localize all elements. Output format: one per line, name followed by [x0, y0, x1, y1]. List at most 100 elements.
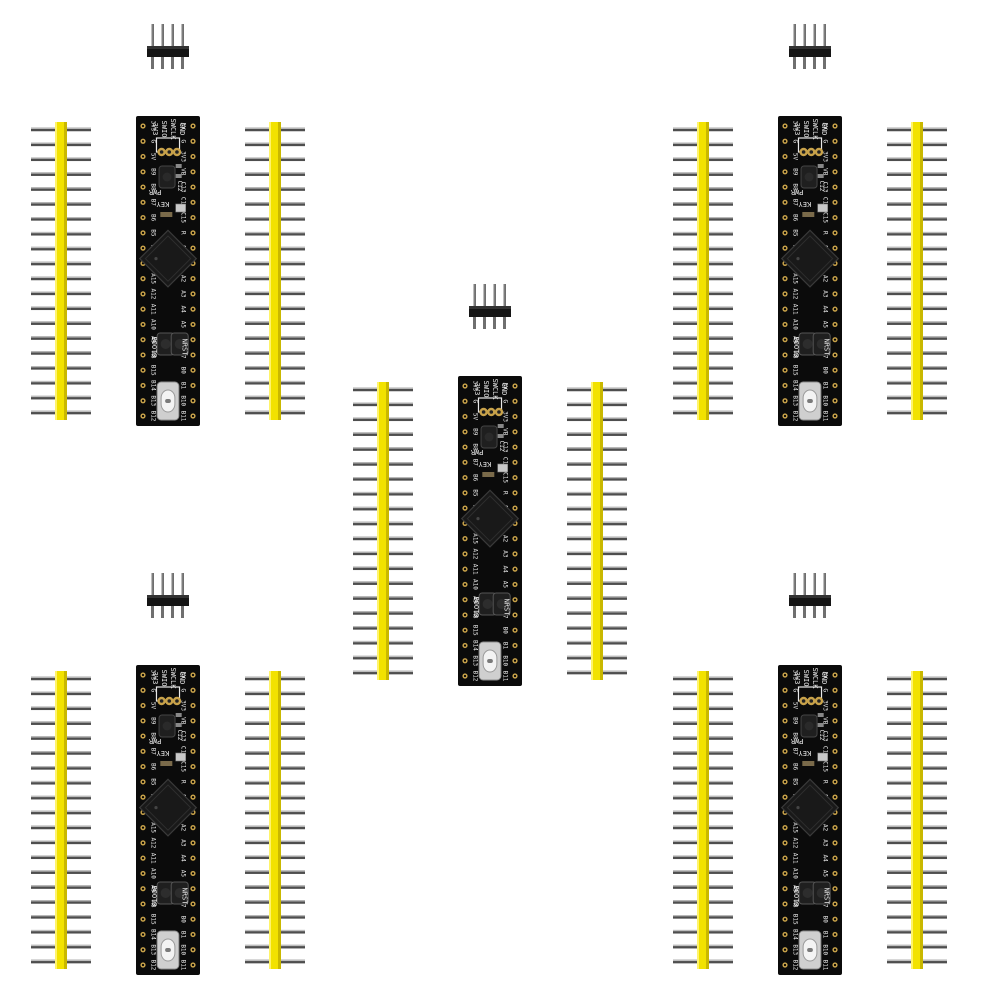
pin-label: A15: [150, 822, 157, 833]
pin-label: B12: [792, 960, 799, 971]
pin-label: B5: [150, 778, 157, 786]
pin-label: C15: [180, 212, 187, 223]
swd-label: SWIO: [482, 381, 490, 398]
pin-label: A5: [180, 321, 187, 329]
pin-label: B1: [822, 382, 829, 390]
pcb-board: 3V3SWIOSWCLKGND3V3G5VB9B8B7B6B5B4B3A15A1…: [136, 665, 200, 975]
pin-label: A11: [150, 304, 157, 315]
pin-label: A8: [472, 611, 479, 619]
pin-label: G: [822, 139, 829, 143]
pin-label: A12: [150, 288, 157, 299]
nrst-label: NRST: [823, 888, 831, 906]
crystal-label: C12: [176, 730, 183, 741]
crystal: [175, 203, 186, 213]
long-header-left: [673, 671, 733, 969]
pin-label: B0: [180, 916, 187, 924]
pin-label: B0: [180, 367, 187, 375]
swd-angle-header: [469, 284, 511, 329]
swd-label: GND: [178, 672, 186, 685]
boot0-label: BOOT0: [792, 336, 800, 357]
pin-label: 5V: [180, 122, 187, 130]
pin-label: A3: [822, 290, 829, 298]
pin-label: A10: [150, 868, 157, 879]
pin-label: B11: [180, 960, 187, 971]
pin-label: B14: [150, 929, 157, 940]
pin-label: A3: [502, 550, 509, 558]
pin-label: VB: [180, 168, 187, 176]
pin-label: C15: [822, 212, 829, 223]
swd-label: SWIO: [160, 121, 168, 138]
mcu-chip: [138, 778, 198, 837]
pin-label: 5V: [150, 702, 157, 710]
pin-label: B15: [792, 365, 799, 376]
pin-label: B5: [472, 489, 479, 497]
pin-label: B12: [792, 411, 799, 422]
pcb-board: 3V3SWIOSWCLKGND3V3G5VB9B8B7B6B5B4B3A15A1…: [458, 376, 522, 686]
pin-label: B0: [822, 916, 829, 924]
long-header-right: [567, 382, 627, 680]
kit: 3V3SWIOSWCLKGND3V3G5VB9B8B7B6B5B4B3A15A1…: [31, 573, 305, 975]
pin-label: B5: [792, 229, 799, 237]
pin-label: A4: [822, 306, 829, 314]
key-label: KEY: [798, 200, 811, 208]
pin-label: B14: [472, 640, 479, 651]
pin-label: A3: [180, 839, 187, 847]
pin-label: R: [822, 231, 829, 235]
pin-label: 5V: [180, 671, 187, 679]
pin-label: B8: [792, 183, 799, 191]
pin-label: A4: [822, 855, 829, 863]
pin-label: B7: [792, 199, 799, 207]
pin-label: 3V3: [180, 151, 187, 162]
pin-label: B11: [502, 671, 509, 682]
pin-label: A11: [792, 853, 799, 864]
pcb-board: 3V3SWIOSWCLKGND3V3G5VB9B8B7B6B5B4B3A15A1…: [778, 665, 842, 975]
boot0-label: BOOT0: [150, 885, 158, 906]
pin-label: A12: [792, 288, 799, 299]
pin-label: B6: [472, 474, 479, 482]
pin-label: B12: [472, 671, 479, 682]
pwr-label: PWR: [790, 188, 803, 196]
pin-label: B9: [150, 168, 157, 176]
pin-label: A3: [180, 290, 187, 298]
pin-label: A12: [150, 837, 157, 848]
pin-label: R: [822, 780, 829, 784]
swd-label: GND: [820, 672, 828, 685]
pin-label: A9: [150, 336, 157, 344]
right-pin-holes: [832, 123, 838, 419]
pin-label: G: [502, 399, 509, 403]
usb-c-connector: [798, 381, 822, 421]
kit: 3V3SWIOSWCLKGND3V3G5VB9B8B7B6B5B4B3A15A1…: [673, 573, 947, 975]
pin-label: B15: [150, 365, 157, 376]
pin-label: A8: [150, 351, 157, 359]
nrst-label: NRST: [823, 339, 831, 357]
pin-label: A4: [180, 855, 187, 863]
swd-angle-header: [789, 573, 831, 618]
swd-label: 3V3: [793, 672, 801, 685]
crystal: [817, 203, 828, 213]
key-label: KEY: [478, 460, 491, 468]
pin-label: B11: [822, 411, 829, 422]
pin-label: A2: [822, 275, 829, 283]
pin-label: B13: [792, 395, 799, 406]
pin-label: G: [150, 688, 157, 692]
pin-label: G: [792, 688, 799, 692]
pin-label: A5: [180, 870, 187, 878]
swd-label: SWCLK: [491, 378, 499, 400]
long-header-right: [245, 671, 305, 969]
pin-label: C13: [180, 182, 187, 193]
left-pin-labels: 3V3G5VB9B8B7B6B5B4B3A15A12A11A10A9A8B15B…: [792, 670, 799, 971]
pin-label: B9: [150, 717, 157, 725]
pin-label: B7: [792, 748, 799, 756]
kit: 3V3SWIOSWCLKGND3V3G5VB9B8B7B6B5B4B3A15A1…: [353, 284, 627, 686]
pin-label: B13: [792, 944, 799, 955]
long-header-right: [245, 122, 305, 420]
pin-label: B6: [150, 763, 157, 771]
pcb-board: 3V3SWIOSWCLKGND3V3G5VB9B8B7B6B5B4B3A15A1…: [136, 116, 200, 426]
key-label: KEY: [798, 749, 811, 757]
pin-label: A12: [472, 548, 479, 559]
pin-label: G: [472, 399, 479, 403]
pin-label: 5V: [792, 153, 799, 161]
long-header-left: [353, 382, 413, 680]
